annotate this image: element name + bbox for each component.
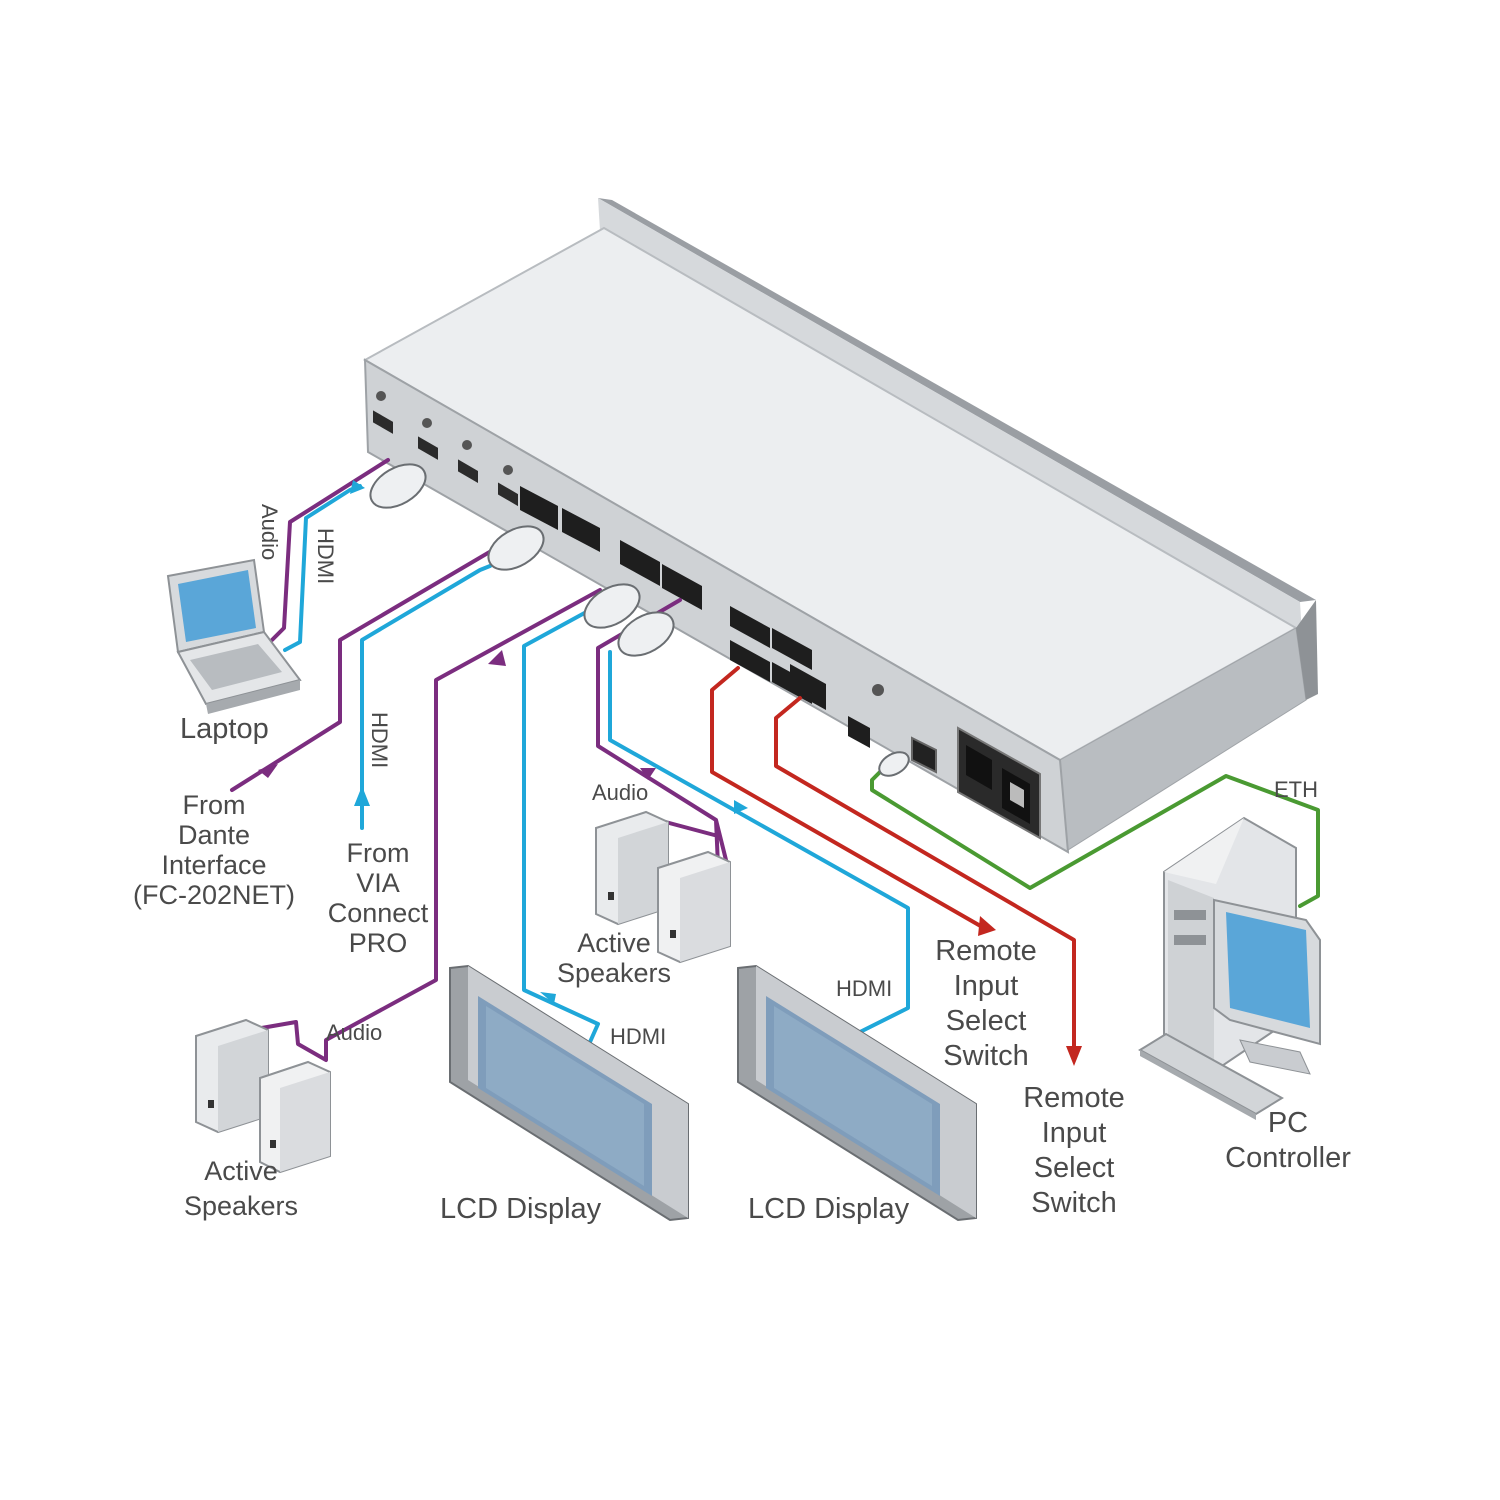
rj45-icon — [911, 736, 937, 774]
cable-via-hdmi — [360, 564, 492, 830]
svg-text:Interface: Interface — [161, 850, 266, 880]
lcd-display-icon — [737, 964, 977, 1222]
label-speakers-left-audio: Audio — [326, 1020, 382, 1045]
hdmi-connector-icon — [369, 463, 910, 777]
label-remote-2: Remote Input Select Switch — [1023, 1082, 1125, 1219]
label-speakers-mid-audio: Audio — [592, 780, 648, 805]
label-eth: ETH — [1274, 777, 1318, 802]
svg-text:PRO: PRO — [349, 928, 408, 958]
label-laptop: Laptop — [180, 713, 269, 745]
svg-text:(FC-202NET): (FC-202NET) — [133, 880, 295, 910]
svg-text:Select: Select — [1034, 1152, 1115, 1184]
label-pc: PC Controller — [1225, 1107, 1351, 1174]
cable-speakers-left-audio — [248, 588, 602, 1062]
svg-text:From: From — [347, 838, 410, 868]
svg-text:Select: Select — [946, 1005, 1027, 1037]
speaker-icon — [195, 1018, 331, 1174]
cables — [230, 458, 1320, 1066]
cable-remote-2 — [774, 696, 1076, 1052]
svg-text:Input: Input — [1042, 1117, 1107, 1149]
label-via: From VIA Connect PRO — [328, 838, 429, 958]
cable-lcd-right-hdmi — [608, 650, 910, 1034]
labels: Laptop Audio HDMI From Dante Interface (… — [133, 504, 1351, 1225]
power-switch-icon — [957, 726, 1041, 840]
svg-text:Remote: Remote — [935, 935, 1037, 967]
label-speakers-mid: Active Speakers — [557, 928, 671, 988]
svg-text:Input: Input — [954, 970, 1019, 1002]
svg-text:Active: Active — [204, 1156, 278, 1186]
audio-switcher-device — [362, 198, 1318, 854]
hdmi-in-ports — [373, 410, 518, 507]
cable-dante-audio — [230, 538, 512, 792]
svg-text:Speakers: Speakers — [557, 958, 671, 988]
svg-text:VIA: VIA — [356, 868, 400, 898]
svg-text:Remote: Remote — [1023, 1082, 1125, 1114]
svg-text:Speakers: Speakers — [184, 1191, 298, 1221]
svg-text:Connect: Connect — [328, 898, 429, 928]
label-via-hdmi: HDMI — [367, 712, 392, 768]
label-laptop-audio: Audio — [257, 504, 282, 560]
terminal-block-icon — [520, 486, 870, 748]
cable-eth — [870, 760, 1320, 908]
label-remote-1: Remote Input Select Switch — [935, 935, 1037, 1072]
speaker-icon — [595, 810, 731, 964]
laptop-icon — [166, 558, 302, 714]
svg-text:Switch: Switch — [1031, 1187, 1116, 1219]
label-lcd-left-hdmi: HDMI — [610, 1024, 666, 1049]
svg-text:PC: PC — [1268, 1107, 1308, 1139]
monitor-icon — [1213, 898, 1321, 1075]
svg-text:Switch: Switch — [943, 1040, 1028, 1072]
cable-lcd-left-hdmi — [522, 608, 600, 1044]
label-speakers-left: Active Speakers — [184, 1156, 298, 1221]
svg-text:From: From — [183, 790, 246, 820]
label-lcd-right: LCD Display — [748, 1193, 910, 1225]
lcd-display-icon — [449, 964, 689, 1222]
cable-remote-1 — [710, 666, 986, 930]
svg-text:Controller: Controller — [1225, 1142, 1351, 1174]
label-lcd-left: LCD Display — [440, 1193, 602, 1225]
label-laptop-hdmi: HDMI — [313, 528, 338, 584]
cable-laptop-audio — [270, 458, 390, 642]
label-dante: From Dante Interface (FC-202NET) — [133, 790, 295, 910]
svg-text:Dante: Dante — [178, 820, 250, 850]
label-lcd-right-hdmi: HDMI — [836, 976, 892, 1001]
svg-text:Active: Active — [577, 928, 651, 958]
keyboard-icon — [1138, 1032, 1284, 1120]
device-front-panel — [363, 358, 1070, 854]
